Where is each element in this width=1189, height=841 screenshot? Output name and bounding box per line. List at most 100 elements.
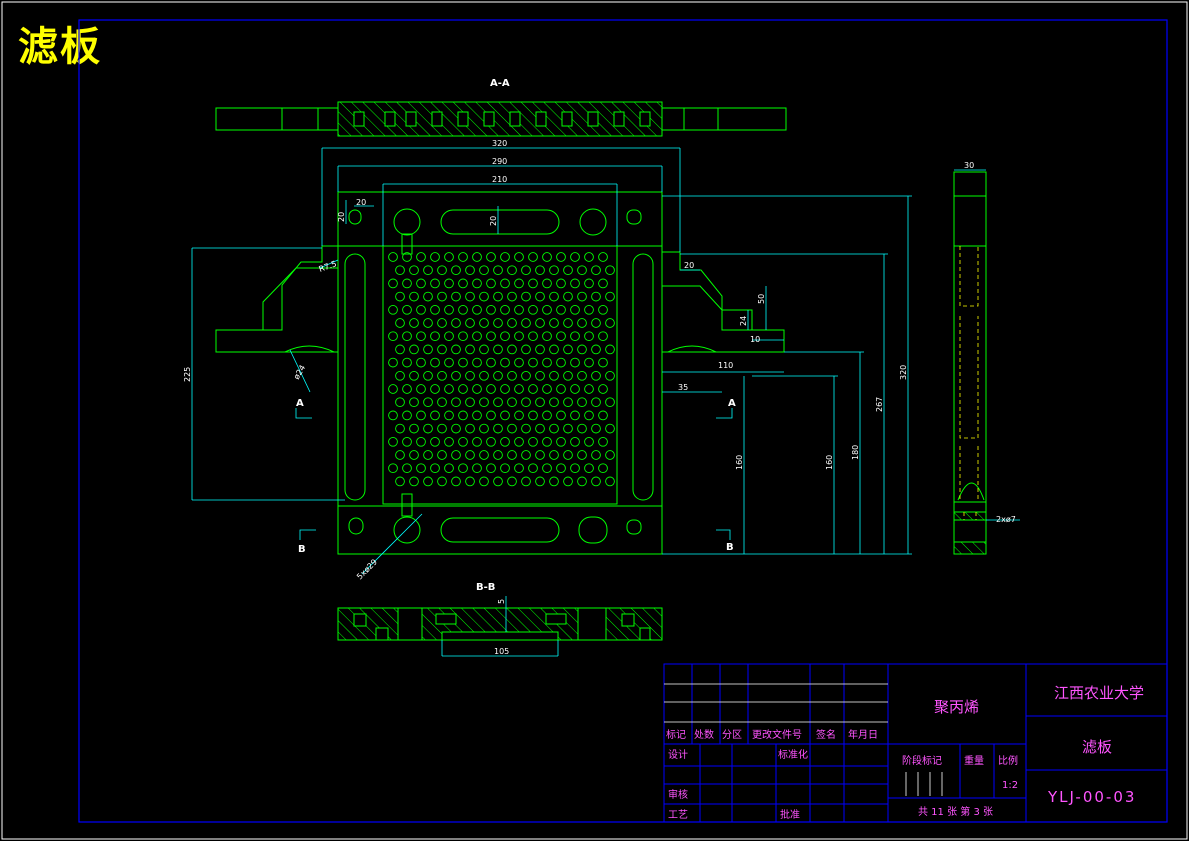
filter-hole bbox=[458, 436, 468, 447]
filter-hole bbox=[493, 397, 503, 408]
filter-hole bbox=[395, 291, 405, 302]
section-mark-a-left: A bbox=[296, 398, 304, 409]
filter-hole bbox=[437, 344, 447, 355]
filter-hole bbox=[521, 318, 531, 328]
filter-hole bbox=[542, 463, 552, 474]
filter-hole bbox=[423, 397, 433, 408]
filter-hole bbox=[542, 278, 552, 289]
tb-material: 聚丙烯 bbox=[934, 698, 979, 716]
tb-date: 年月日 bbox=[848, 728, 878, 741]
filter-hole bbox=[591, 291, 601, 302]
filter-hole bbox=[423, 450, 433, 460]
filter-hole bbox=[528, 410, 538, 421]
filter-hole bbox=[591, 397, 601, 408]
filter-hole bbox=[437, 476, 447, 487]
filter-hole bbox=[591, 476, 601, 487]
filter-hole bbox=[528, 436, 538, 447]
filter-hole bbox=[549, 370, 559, 381]
filter-hole bbox=[591, 423, 601, 434]
filter-hole bbox=[395, 370, 405, 381]
tb-zone: 分区 bbox=[722, 729, 742, 741]
filter-hole bbox=[570, 410, 580, 421]
filter-hole bbox=[507, 423, 517, 434]
filter-hole bbox=[549, 265, 559, 276]
filter-hole bbox=[451, 318, 461, 328]
filter-hole bbox=[563, 291, 573, 302]
filter-hole bbox=[437, 450, 447, 460]
filter-hole bbox=[430, 436, 440, 447]
side-view-dims bbox=[954, 169, 1020, 521]
filter-hole bbox=[423, 291, 433, 302]
filter-hole bbox=[570, 252, 580, 262]
filter-hole bbox=[458, 252, 468, 262]
filter-hole bbox=[444, 384, 454, 394]
tb-stage-mark: 阶段标记 bbox=[902, 754, 942, 767]
filter-hole bbox=[423, 265, 433, 276]
section-mark-b-left: B bbox=[298, 544, 306, 555]
filter-hole bbox=[493, 476, 503, 487]
filter-hole bbox=[409, 397, 419, 408]
filter-hole bbox=[437, 397, 447, 408]
filter-hole bbox=[472, 410, 482, 421]
section-bb-label: B-B bbox=[476, 582, 495, 593]
filter-hole bbox=[507, 344, 517, 355]
filter-hole bbox=[409, 265, 419, 276]
filter-hole bbox=[563, 265, 573, 276]
filter-hole bbox=[570, 304, 580, 315]
filter-hole bbox=[514, 331, 524, 342]
dim-320-side: 320 bbox=[899, 365, 908, 380]
section-aa-view bbox=[215, 101, 787, 137]
filter-hole bbox=[528, 331, 538, 342]
filter-hole bbox=[402, 252, 412, 262]
filter-hole bbox=[451, 423, 461, 434]
filter-hole bbox=[605, 344, 615, 355]
filter-hole bbox=[486, 252, 496, 262]
filter-hole bbox=[423, 423, 433, 434]
filter-hole bbox=[444, 357, 454, 368]
filter-hole bbox=[556, 304, 566, 315]
filter-hole bbox=[479, 265, 489, 276]
filter-hole bbox=[409, 423, 419, 434]
dim-35: 35 bbox=[678, 383, 688, 392]
filter-hole bbox=[416, 410, 426, 421]
filter-hole bbox=[605, 450, 615, 460]
filter-hole bbox=[535, 397, 545, 408]
dim-24: 24 bbox=[739, 316, 748, 326]
filter-hole bbox=[409, 476, 419, 487]
filter-hole bbox=[472, 384, 482, 394]
filter-hole bbox=[563, 370, 573, 381]
dim-320-top: 320 bbox=[492, 139, 507, 148]
filter-hole bbox=[402, 436, 412, 447]
filter-hole bbox=[584, 410, 594, 421]
filter-hole bbox=[549, 344, 559, 355]
tb-change-doc: 更改文件号 bbox=[752, 728, 802, 741]
filter-hole bbox=[598, 436, 608, 447]
filter-hole bbox=[451, 370, 461, 381]
filter-hole bbox=[507, 476, 517, 487]
filter-hole bbox=[507, 265, 517, 276]
filter-hole bbox=[437, 318, 447, 328]
filter-hole bbox=[521, 265, 531, 276]
filter-hole bbox=[388, 278, 398, 289]
filter-hole bbox=[479, 344, 489, 355]
filter-hole bbox=[458, 410, 468, 421]
filter-hole bbox=[570, 384, 580, 394]
filter-hole bbox=[451, 265, 461, 276]
filter-hole bbox=[395, 450, 405, 460]
filter-hole bbox=[542, 331, 552, 342]
filter-hole bbox=[402, 384, 412, 394]
tb-weight: 重量 bbox=[964, 754, 984, 767]
filter-hole bbox=[584, 463, 594, 474]
filter-hole bbox=[598, 357, 608, 368]
filter-hole bbox=[591, 318, 601, 328]
tb-part-name: 滤板 bbox=[1082, 738, 1112, 756]
filter-hole bbox=[451, 450, 461, 460]
filter-hole bbox=[584, 278, 594, 289]
filter-hole bbox=[514, 463, 524, 474]
tb-ratio: 比例 bbox=[998, 754, 1018, 767]
filter-hole bbox=[437, 423, 447, 434]
filter-hole bbox=[500, 278, 510, 289]
dimension-lines bbox=[191, 147, 912, 575]
